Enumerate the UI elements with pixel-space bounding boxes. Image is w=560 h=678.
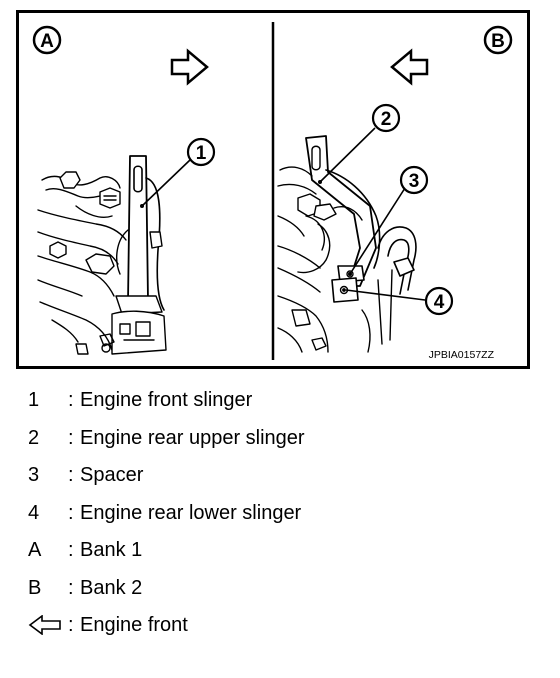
legend-description: Engine rear lower slinger (80, 501, 302, 524)
engine-illustration-bank2 (277, 135, 417, 353)
callout-3: 3 (348, 165, 429, 276)
legend-description: Engine rear upper slinger (80, 426, 305, 449)
legend-description: Engine front (80, 614, 188, 636)
legend-colon: : (68, 389, 74, 411)
legend-item: 2 : Engine rear upper slinger (28, 426, 538, 464)
svg-text:4: 4 (434, 292, 445, 313)
legend-colon: : (68, 539, 74, 561)
legend-key: A (28, 539, 42, 561)
svg-text:1: 1 (196, 143, 207, 164)
legend-key: 1 (28, 389, 40, 411)
legend-colon: : (68, 501, 74, 524)
legend-item: 3 : Spacer (28, 463, 538, 501)
legend-colon: : (68, 426, 74, 449)
engine-front-arrow-left-icon (390, 48, 429, 86)
left-arrow-outline-icon (28, 614, 62, 641)
svg-text:B: B (491, 31, 505, 52)
legend-colon: : (68, 464, 74, 486)
engine-front-arrow-right-icon (170, 48, 209, 86)
legend-item: 1 : Engine front slinger (28, 388, 538, 426)
legend-item: A : Bank 1 (28, 538, 538, 576)
legend-colon: : (68, 614, 74, 636)
panel-a-badge: A (32, 25, 62, 55)
legend-item: 4 : Engine rear lower slinger (28, 501, 538, 539)
legend-key: 2 (28, 426, 40, 449)
legend-key: B (28, 576, 42, 599)
engine-illustration-bank1 (37, 155, 167, 355)
legend-item: B : Bank 2 (28, 576, 538, 614)
legend-description: Bank 1 (80, 539, 143, 561)
legend-key: 4 (28, 501, 40, 524)
svg-text:3: 3 (409, 171, 420, 192)
callout-2: 2 (318, 103, 401, 184)
legend-item: : Engine front (28, 613, 538, 651)
engine-slinger-diagram: A (16, 10, 530, 370)
panel-b-badge: B (483, 25, 513, 55)
callout-1: 1 (140, 137, 216, 208)
figure-code: JPBIA0157ZZ (429, 349, 495, 361)
panel-b: B (277, 25, 513, 353)
legend-description: Engine front slinger (80, 389, 253, 411)
svg-text:2: 2 (381, 109, 392, 130)
legend-colon: : (68, 576, 74, 599)
legend-description: Spacer (80, 464, 144, 486)
svg-text:A: A (40, 31, 54, 52)
legend: 1 : Engine front slinger 2 : Engine rear… (28, 388, 538, 651)
legend-description: Bank 2 (80, 576, 143, 599)
callout-4: 4 (345, 286, 454, 316)
panel-a: A (32, 25, 216, 355)
legend-key: 3 (28, 464, 40, 486)
